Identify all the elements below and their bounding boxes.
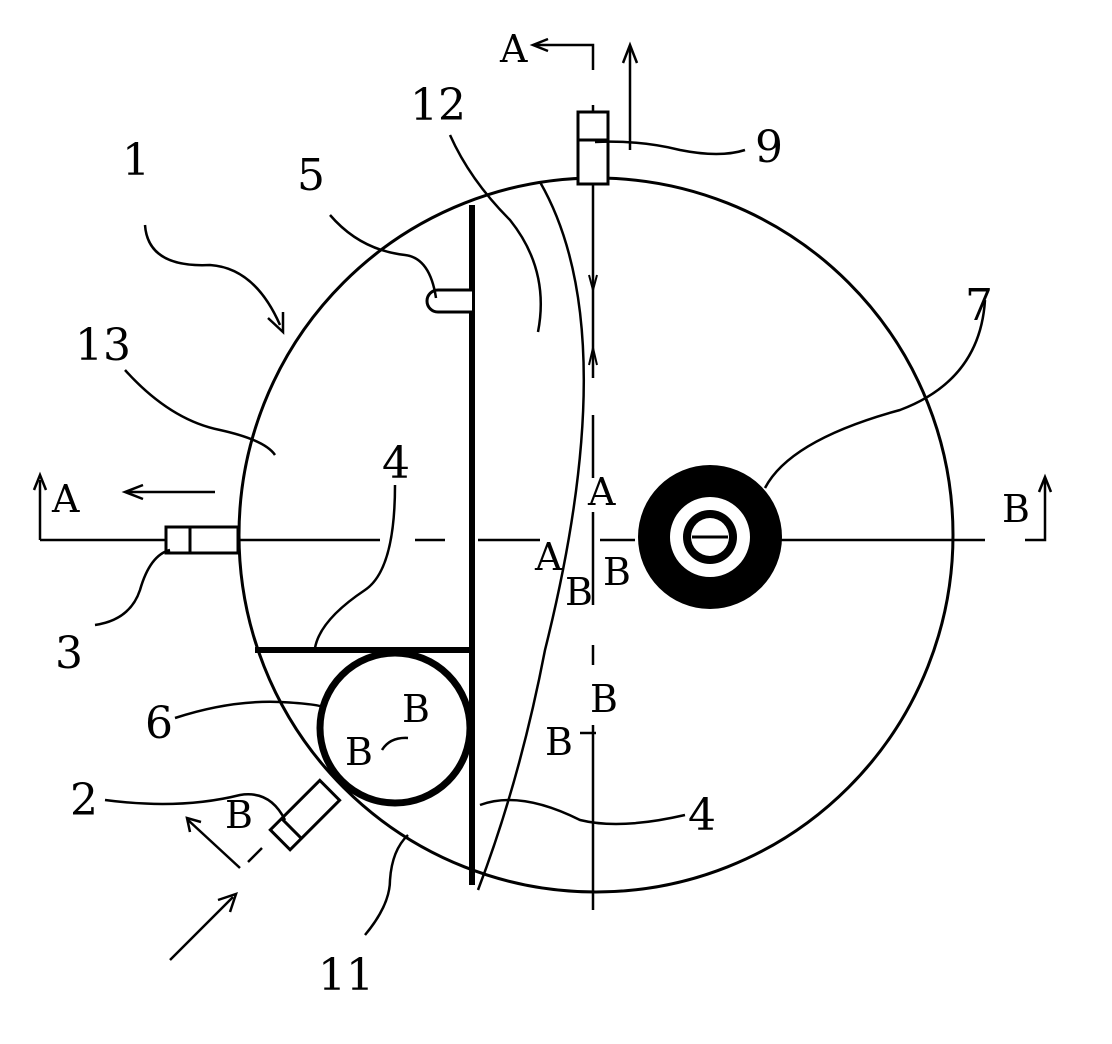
label-part-3: 3 [55,628,83,679]
rotor-7 [638,465,782,609]
section-bracket-b-lower [185,816,263,869]
section-bracket-a-top [529,37,595,70]
label-section-a-mid1: A [587,470,616,514]
leader-12 [448,134,542,333]
leader-9 [594,140,746,156]
inner-cyclone-6 [316,649,474,807]
curved-guide [476,181,586,891]
label-section-b-circle2: B [345,730,373,774]
label-section-b-mid3: B [590,677,618,721]
leader-6 [174,700,326,720]
leader-5 [329,214,438,299]
label-part-13: 13 [75,320,131,371]
label-section-a-left: A [51,477,80,521]
leader-lines [94,134,987,936]
label-section-b-circle1: B [402,687,430,731]
flow-arrow-left [121,483,215,501]
label-section-b-mid1: B [603,550,631,594]
leader-13 [124,369,277,456]
section-bracket-b-right [1025,473,1053,542]
label-section-b-mid4: B [545,720,573,764]
label-part-1: 1 [122,135,150,186]
label-section-b-right: B [1002,487,1030,531]
leader-4b [479,798,686,826]
section-bracket-a-left [32,471,48,540]
flow-arrow-up [621,41,639,150]
label-part-7: 7 [965,280,993,331]
leader-3 [94,548,171,627]
label-part-5: 5 [297,150,325,201]
label-part-6: 6 [145,698,173,749]
leader-2 [104,793,287,821]
label-part-12: 12 [410,80,466,131]
nozzle-5 [425,288,472,314]
label-part-9: 9 [755,122,783,173]
leader-11 [364,834,409,936]
label-part-2: 2 [70,775,98,826]
label-section-b-lower: B [225,793,253,837]
section-line-arrows [588,274,598,366]
leader-7 [763,299,987,489]
label-section-a-top: A [499,27,528,71]
leader-1-arrow [267,312,285,335]
label-section-b-mid2: B [565,570,593,614]
inlet-pipe-2 [268,778,342,852]
leader-4a [313,484,397,649]
leader-b-inner [380,736,409,751]
outlet-pipe-3 [164,525,240,555]
label-part-11: 11 [318,950,374,1001]
label-part-4b: 4 [688,790,716,841]
label-section-a-mid2: A [534,535,563,579]
flow-arrow-inlet [169,892,238,961]
leader-1 [143,224,282,326]
outlet-pipe-9 [576,110,610,186]
label-part-4a: 4 [382,438,410,489]
